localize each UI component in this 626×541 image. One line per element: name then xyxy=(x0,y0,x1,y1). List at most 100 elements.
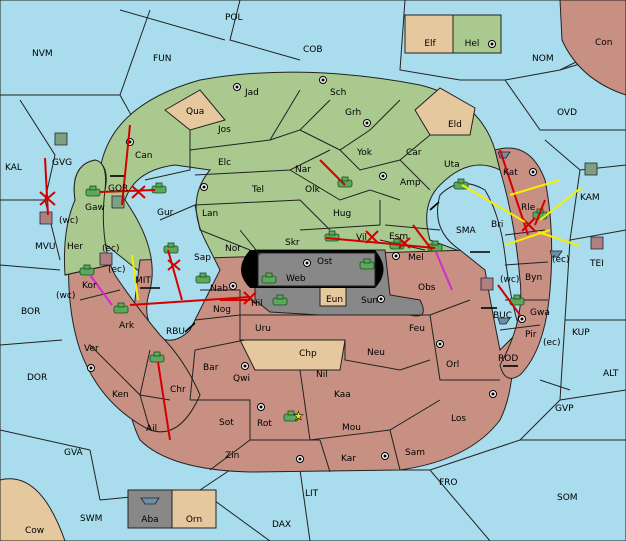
label-uta: Uta xyxy=(444,160,460,170)
label-ark: Ark xyxy=(119,321,135,331)
label-zin: Zin xyxy=(225,451,239,461)
label-ec-pir: (ec) xyxy=(543,338,561,348)
unit-army-ark xyxy=(113,302,129,314)
label-gvg: GVG xyxy=(52,158,72,168)
label-lan: Lan xyxy=(202,209,218,219)
label-tei: TEI xyxy=(589,259,604,269)
label-her: Her xyxy=(67,242,83,252)
label-nor: Nor xyxy=(225,244,241,254)
convoy-orders xyxy=(89,251,453,306)
label-cob: COB xyxy=(303,45,323,55)
fleet-aba xyxy=(140,497,160,505)
label-feu: Feu xyxy=(409,324,425,334)
label-alt: ALT xyxy=(603,369,619,379)
label-gur: Gur xyxy=(157,208,174,218)
label-con: Con xyxy=(595,38,613,48)
territory-qua[interactable] xyxy=(164,89,226,131)
label-dax: DAX xyxy=(272,520,291,530)
fleet-ec-east xyxy=(549,250,563,258)
label-buc: BUC xyxy=(493,311,512,321)
coastal-link-arrows xyxy=(110,175,518,367)
label-chr: Chr xyxy=(170,385,186,395)
label-jos: Jos xyxy=(217,125,231,135)
label-ovd: OVD xyxy=(557,108,577,118)
label-sma: SMA xyxy=(456,226,476,236)
fleets[interactable] xyxy=(39,132,604,505)
label-pol: POL xyxy=(225,13,243,23)
label-kup: KUP xyxy=(572,328,590,338)
territory-labels: POL NVM FUN COB NOM Con OVD KAL Jad Sch … xyxy=(5,13,619,536)
label-los: Los xyxy=(451,414,466,424)
label-kaa: Kaa xyxy=(334,390,351,400)
label-nil: Nil xyxy=(316,370,328,380)
label-rle: Rle xyxy=(521,203,536,213)
fleet-ec-her xyxy=(99,252,113,266)
unit-army-sun xyxy=(359,258,375,270)
unit-army-gaw xyxy=(85,185,101,197)
label-ail: Ail xyxy=(146,424,157,434)
label-swm: SWM xyxy=(80,514,102,524)
star-icon: ★ xyxy=(293,409,304,423)
fleet-buc xyxy=(480,277,494,291)
label-sot: Sot xyxy=(219,418,234,428)
label-uru: Uru xyxy=(255,324,271,334)
label-elc: Elc xyxy=(218,158,231,168)
label-esm: Esm xyxy=(389,232,408,242)
territory-web[interactable] xyxy=(257,252,376,287)
supply-centers xyxy=(87,76,537,463)
label-bor: BOR xyxy=(21,307,40,317)
fleet-kam xyxy=(584,162,598,176)
label-mvu: MVU xyxy=(35,242,56,252)
label-kal: KAL xyxy=(5,163,22,173)
label-nar: Nar xyxy=(295,165,311,175)
label-eld: Eld xyxy=(448,120,462,130)
label-neu: Neu xyxy=(367,348,385,358)
label-gva: GVA xyxy=(64,448,84,458)
legend-neutral-swatch xyxy=(404,14,454,54)
label-tel: Tel xyxy=(251,185,264,195)
label-chp: Chp xyxy=(299,349,317,359)
label-olk: Olk xyxy=(305,185,321,195)
label-gaw: Gaw xyxy=(85,203,105,213)
label-sap: Sap xyxy=(194,253,211,263)
label-amp: Amp xyxy=(400,178,421,188)
label-dor: DOR xyxy=(27,373,47,383)
label-ver: Ver xyxy=(84,344,99,354)
label-vil: Vil xyxy=(356,233,367,243)
label-eun: Eun xyxy=(326,295,343,305)
label-jad: Jad xyxy=(244,88,259,98)
label-ec-her: (ec) xyxy=(102,244,120,254)
fleet-pir xyxy=(497,317,511,325)
label-ec-mit: (ec) xyxy=(108,265,126,275)
label-lit: LIT xyxy=(305,489,319,499)
unit-army-web xyxy=(261,272,277,284)
region-east-arc[interactable] xyxy=(494,147,553,379)
label-rbu: RBU xyxy=(166,327,185,337)
fleet-gvg xyxy=(54,132,68,146)
label-nom: NOM xyxy=(532,54,554,64)
label-wc-kor: (wc) xyxy=(56,291,75,301)
unit-army-hil xyxy=(272,294,288,306)
label-ec-tei: (ec) xyxy=(552,255,570,265)
bottom-legend-right-label: Orn xyxy=(186,515,202,525)
label-gor: GOR xyxy=(108,184,128,194)
label-fro: FRO xyxy=(439,478,458,488)
unit-army-kor xyxy=(79,264,95,276)
legend-left-label: Elf xyxy=(424,39,436,49)
label-can: Can xyxy=(135,151,153,161)
label-sch: Sch xyxy=(330,88,346,98)
sea-sma[interactable] xyxy=(437,183,521,352)
territory-chp[interactable] xyxy=(239,339,346,371)
territory-eld[interactable] xyxy=(414,87,476,136)
unit-army-rot xyxy=(283,410,299,422)
label-kar: Kar xyxy=(341,454,356,464)
label-nvm: NVM xyxy=(32,49,53,59)
label-web: Web xyxy=(286,274,306,284)
label-fun: FUN xyxy=(153,54,172,64)
label-gvp: GVP xyxy=(555,404,574,414)
label-cow: Cow xyxy=(25,526,44,536)
fleet-gor-ship xyxy=(111,195,125,209)
label-ken: Ken xyxy=(112,390,129,400)
label-qua: Qua xyxy=(186,107,204,117)
